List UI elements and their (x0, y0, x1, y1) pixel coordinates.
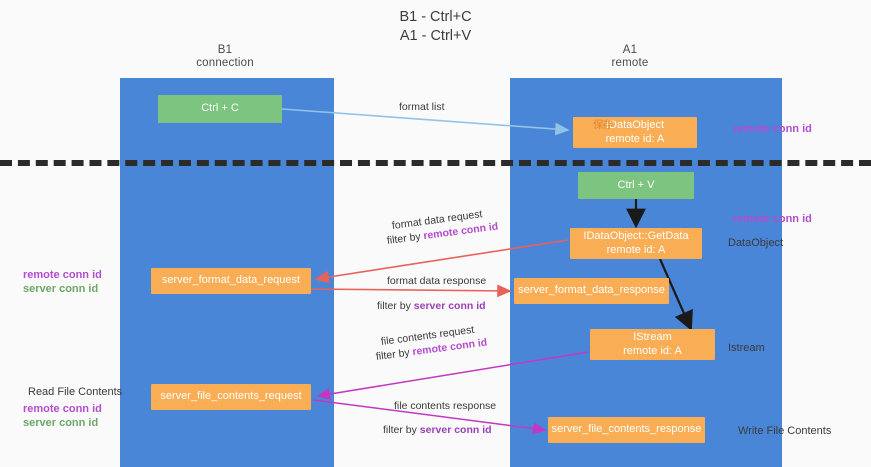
node-server-file-contents-response-label: server_file_contents_response (551, 423, 702, 436)
node-idataobject[interactable]: 保存 IDataObject remote id: A (573, 117, 697, 148)
edge-label-file-contents-response: file contents response (394, 400, 497, 412)
node-server-format-data-request[interactable]: server_format_data_request (151, 268, 311, 294)
phase-divider (0, 160, 871, 166)
node-server-format-data-response-label: server_format_data_response (518, 284, 665, 297)
side-label-istream: Istream (728, 342, 765, 354)
filter-prefix: filter by (377, 300, 414, 312)
side-label-remote-conn-id-dataobject: remote conn id (733, 212, 812, 226)
arrow-format-list (281, 108, 570, 136)
edge-label-format-list: format list (399, 101, 445, 113)
filter-prefix: filter by (383, 424, 420, 436)
node-server-file-contents-response[interactable]: server_file_contents_response (548, 417, 705, 443)
node-idataobject-getdata[interactable]: IDataObject::GetData remote id: A (570, 228, 702, 259)
side-label-remote-conn-id-top: remote conn id (733, 122, 812, 136)
remote-conn-id-text: remote conn id (733, 123, 812, 135)
column-b1-role: connection (196, 57, 254, 69)
node-server-format-data-request-label: server_format_data_request (161, 274, 301, 287)
node-ctrl-v-label: Ctrl + V (617, 178, 655, 191)
column-a1-role: remote (611, 57, 649, 69)
arrow-file-contents-request (316, 351, 589, 400)
node-istream-sub: remote id: A (623, 344, 682, 357)
edge-label-file-contents-response-filter: filter by server conn id (383, 424, 492, 436)
remote-conn-id-text: remote conn id (23, 403, 102, 415)
node-idataobject-label: IDataObject (605, 119, 665, 131)
node-ctrl-c-label: Ctrl + C (201, 102, 239, 115)
filter-key-server-conn-id: server conn id (413, 300, 486, 312)
arrow-format-data-request (314, 239, 569, 284)
side-label-dataobject: DataObject (728, 237, 784, 249)
arrow-getdata-to-istream (658, 258, 693, 332)
column-header-a1: A1 remote (545, 44, 715, 70)
node-getdata-label: IDataObject::GetData (583, 230, 689, 242)
edge-label-format-data-response-filter: filter by server conn id (377, 300, 486, 312)
remote-conn-id-text: remote conn id (23, 269, 102, 281)
node-idataobject-sub: remote id: A (605, 132, 665, 145)
edge-label-format-data-response: format data response (387, 275, 487, 287)
node-ctrl-c[interactable]: Ctrl + C (158, 95, 282, 123)
remote-conn-id-text: remote conn id (733, 213, 812, 225)
column-b1-name: B1 (217, 44, 233, 56)
node-istream[interactable]: IStream remote id: A (590, 329, 715, 360)
node-idataobject-ghost-text: 保存 (592, 119, 613, 131)
side-label-write-file-contents: Write File Contents (738, 425, 832, 437)
title-line-1: B1 - Ctrl+C (399, 9, 472, 25)
node-server-file-contents-request-label: server_file_contents_request (160, 390, 302, 403)
column-a1-name: A1 (622, 44, 638, 56)
node-server-file-contents-request[interactable]: server_file_contents_request (151, 384, 311, 410)
node-istream-label: IStream (633, 331, 672, 343)
server-conn-id-text: server conn id (23, 417, 99, 429)
side-label-conn-ids-file: remote conn id server conn id (23, 402, 102, 430)
arrow-file-contents-response (312, 399, 547, 435)
title-line-2: A1 - Ctrl+V (399, 28, 472, 44)
side-label-conn-ids-format: remote conn id server conn id (23, 268, 102, 296)
node-idataobject-label-wrap: 保存 IDataObject (593, 119, 665, 133)
server-conn-id-text: server conn id (23, 283, 99, 295)
node-server-format-data-response[interactable]: server_format_data_response (514, 278, 669, 304)
side-label-read-file-contents: Read File Contents (28, 386, 123, 398)
arrow-format-data-response (310, 284, 512, 298)
column-header-b1: B1 connection (150, 44, 300, 70)
node-getdata-sub: remote id: A (606, 243, 666, 256)
diagram-title: B1 - Ctrl+C A1 - Ctrl+V (0, 8, 871, 46)
node-ctrl-v[interactable]: Ctrl + V (578, 172, 694, 199)
filter-key-server-conn-id: server conn id (419, 424, 492, 436)
